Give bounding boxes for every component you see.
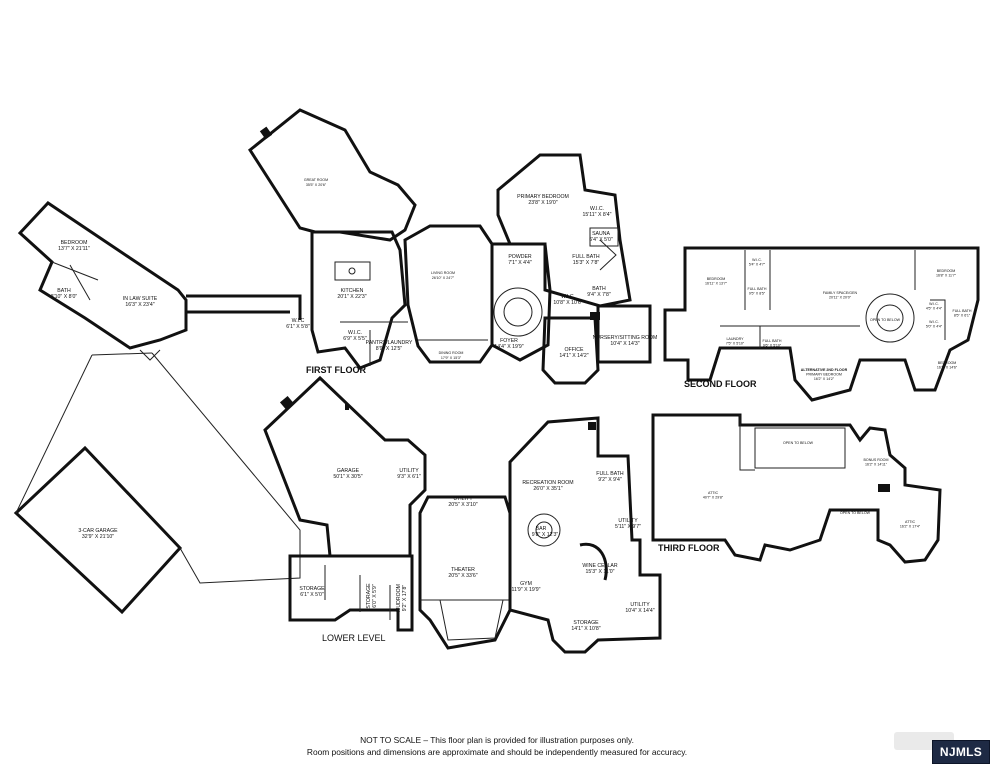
nursery-walls [596, 304, 652, 364]
garage-walls [263, 375, 427, 558]
mudroom-label: MUDROOM9'2" X 17'8" [396, 584, 408, 612]
open-below-3a-label: OPEN TO BELOW [783, 441, 814, 445]
second-floor [663, 246, 980, 402]
great-room-walls [248, 108, 417, 242]
open-below-3b-label: OPEN TO BELOW [840, 511, 871, 515]
wic-1c-label: W.I.C.10'8" X 10'6" [553, 294, 582, 306]
third-floor-title: THIRD FLOOR [658, 543, 720, 553]
first-floor-title: FIRST FLOOR [306, 365, 366, 375]
living-room-walls [403, 224, 494, 364]
wic-2c-label: W.I.C.5'0" X 4'4" [926, 320, 943, 329]
kitchen-walls [310, 230, 407, 370]
wic-2b-label: W.I.C.4'5" X 4'4" [926, 302, 943, 311]
primary-suite-walls [496, 153, 632, 308]
theater-walls [418, 495, 512, 650]
mudroom-walls [288, 554, 414, 632]
third-floor-walls [651, 413, 942, 564]
lower-level [13, 352, 662, 654]
third-floor [651, 413, 942, 564]
floor-titles: FIRST FLOOR SECOND FLOOR THIRD FLOOR LOW… [306, 365, 757, 643]
second-floor-walls [663, 246, 980, 402]
open-below-2-label: OPEN TO BELOW [870, 318, 901, 322]
disclaimer-line-1: NOT TO SCALE – This floor plan is provid… [360, 735, 634, 745]
wic-primary-label: W.I.C.15'11" X 8'4" [583, 206, 612, 218]
wic-1b-label: W.I.C.6'9" X 5'5" [343, 330, 367, 342]
wic-2a-label: W.I.C.5'4" X 4'7" [749, 258, 766, 267]
second-floor-title: SECOND FLOOR [684, 379, 757, 389]
first-floor [17, 108, 652, 385]
disclaimer-line-2: Room positions and dimensions are approx… [306, 747, 688, 757]
njmls-logo: NJMLS [932, 740, 990, 764]
recreation-walls [508, 416, 662, 654]
storage-b-label: STORAGE6'0" X 5'9" [366, 583, 378, 609]
lower-level-title: LOWER LEVEL [322, 633, 386, 643]
inlaw-wing-walls [17, 201, 188, 350]
